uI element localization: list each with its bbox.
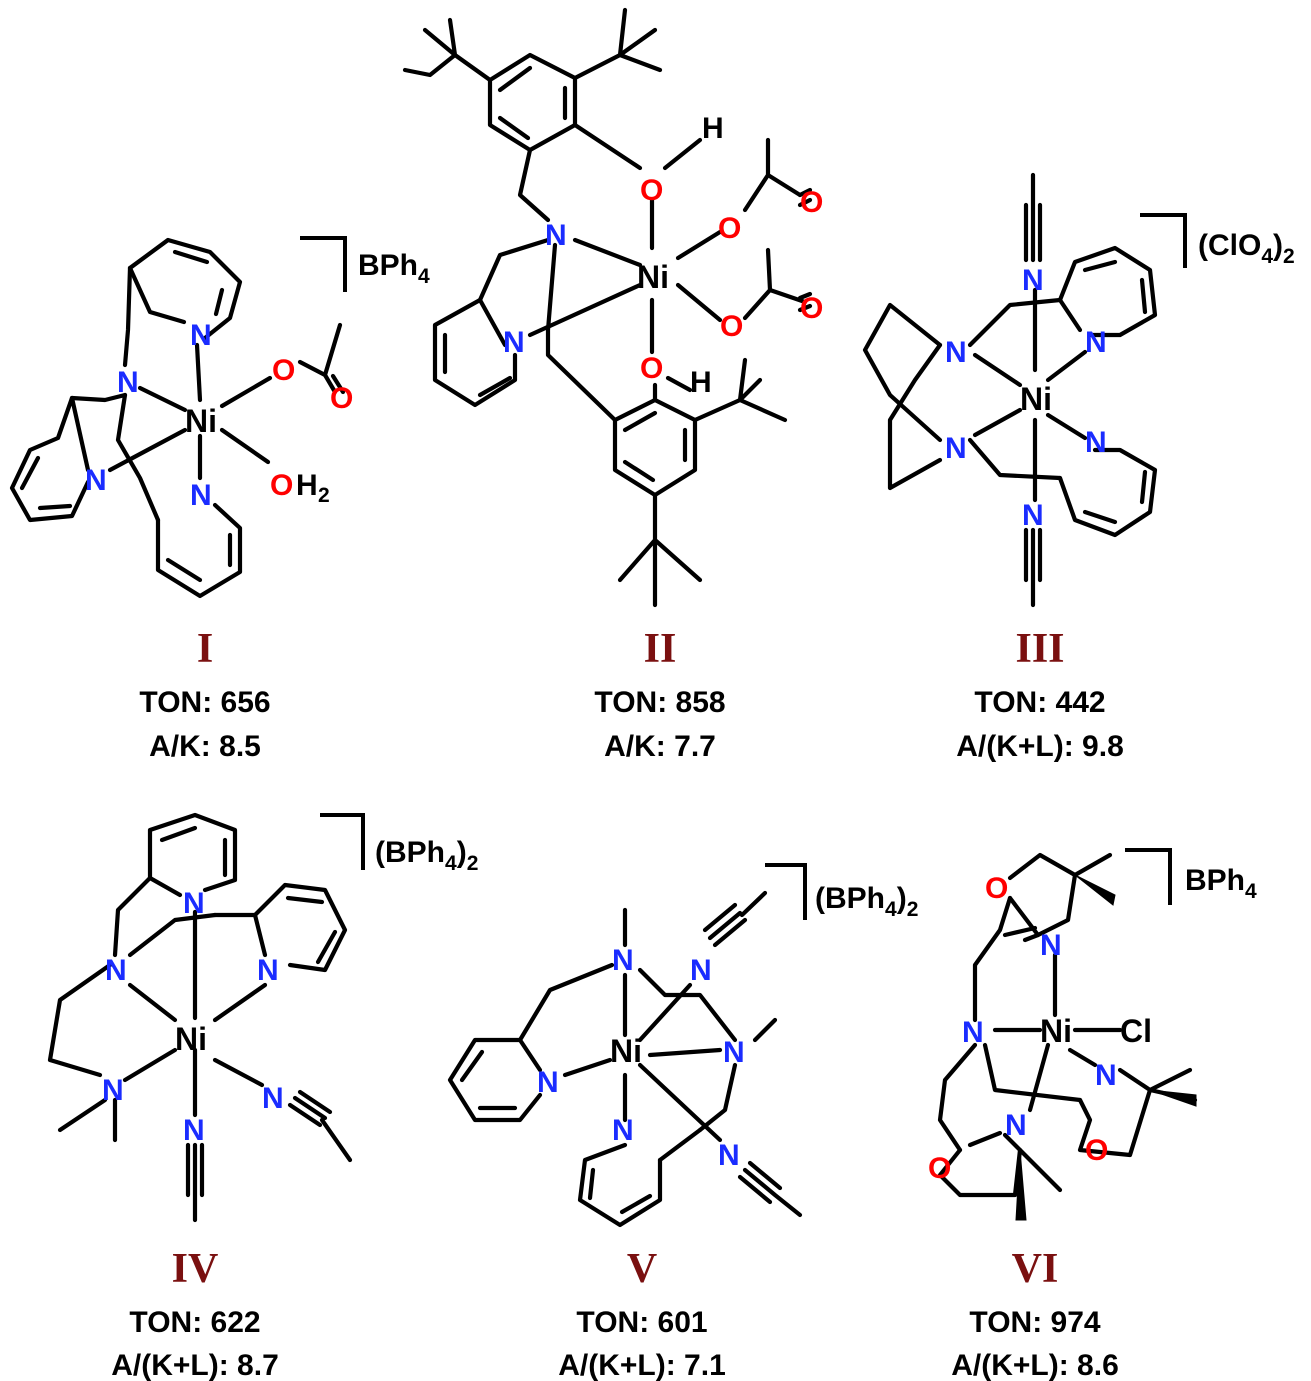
nitrogen-atom: N [718,1139,740,1172]
nitrogen-atom: N [1095,1059,1117,1092]
nitrogen-atom: N [183,887,205,920]
hydrogen-atom: H [296,469,318,502]
compound-label-II: II [644,626,677,672]
compound-II-atoms: H O O O N Ni O O N O H [503,112,823,399]
nitrogen-atom: N [257,954,279,987]
hydrogen-atom: H [702,112,724,145]
nickel-atom: Ni [610,1033,642,1069]
oxygen-atom: O [640,352,663,385]
oxygen-atom: O [800,186,823,219]
nitrogen-atom: N [262,1082,284,1115]
nickel-atom: Ni [175,1021,207,1057]
oxygen-atom: O [270,469,293,502]
compound-V-atoms: N N N Ni N N N (BPh4)2 [537,882,918,1172]
oxygen-atom: O [720,310,743,343]
counterion-III: (ClO4)2 [1198,229,1295,268]
ton-value-IV: TON: 622 [129,1306,260,1339]
nitrogen-atom: N [1085,426,1107,459]
counterion-IV: (BPh4)2 [375,836,478,875]
counterion-I: BPh4 [358,249,430,288]
compound-VI-atoms: O N N Ni Cl N N O O BPh4 [928,864,1257,1185]
nitrogen-atom: N [1022,264,1044,297]
ratio-value-V: A/(K+L): 7.1 [558,1349,726,1381]
nitrogen-atom: N [612,944,634,977]
compound-I-structure [9,236,347,599]
compound-V-structure [447,863,807,1228]
ratio-value-VI: A/(K+L): 8.6 [951,1349,1119,1381]
compound-I-atoms: N N N N Ni O O O H 2 BPh4 [85,249,430,512]
nitrogen-atom: N [690,954,712,987]
ratio-value-IV: A/(K+L): 8.7 [111,1349,279,1381]
nitrogen-atom: N [945,432,967,465]
ratio-value-III: A/(K+L): 9.8 [956,730,1124,763]
compound-label-VI: VI [1012,1246,1059,1292]
oxygen-atom: O [985,872,1008,905]
nitrogen-atom: N [612,1114,634,1147]
nitrogen-atom: N [190,319,212,352]
compound-label-V: V [627,1246,657,1292]
compound-IV-structure [47,812,365,1223]
nitrogen-atom: N [105,954,127,987]
nitrogen-atom: N [1040,929,1062,962]
nitrogen-atom: N [537,1066,559,1099]
nitrogen-atom: N [183,1114,205,1147]
subscript: 2 [318,484,330,507]
ton-value-I: TON: 656 [139,686,270,719]
compound-label-I: I [197,626,213,672]
compound-II-structure [402,7,813,608]
nickel-atom: Ni [637,259,669,295]
ton-value-III: TON: 442 [974,686,1105,719]
compound-label-IV: IV [172,1246,219,1292]
oxygen-atom: O [718,212,741,245]
nitrogen-atom: N [190,479,212,512]
ton-value-II: TON: 858 [594,686,725,719]
oxygen-atom: O [928,1152,951,1185]
nitrogen-atom: N [1085,326,1107,359]
nitrogen-atom: N [945,336,967,369]
compound-VI-structure [937,848,1198,1221]
nitrogen-atom: N [1005,1109,1027,1142]
nitrogen-atom: N [1022,499,1044,532]
oxygen-atom: O [272,354,295,387]
nitrogen-atom: N [962,1016,984,1049]
ton-value-VI: TON: 974 [969,1306,1100,1339]
nitrogen-atom: N [545,219,567,252]
nitrogen-atom: N [117,366,139,399]
nitrogen-atom: N [503,326,525,359]
nickel-atom: Ni [1040,1013,1072,1049]
hydrogen-atom: H [690,366,712,399]
ratio-value-I: A/K: 8.5 [149,730,261,763]
oxygen-atom: O [800,292,823,325]
ratio-value-II: A/K: 7.7 [604,730,716,763]
nickel-atom: Ni [185,403,217,439]
counterion-V: (BPh4)2 [815,882,918,921]
nitrogen-atom: N [723,1036,745,1069]
chlorine-atom: Cl [1120,1013,1152,1049]
nitrogen-atom: N [85,464,107,497]
compound-IV-atoms: N N N Ni N N N (BPh4)2 [102,836,478,1147]
nickel-atom: Ni [1020,381,1052,417]
oxygen-atom: O [330,382,353,415]
compound-label-III: III [1015,626,1064,672]
ton-value-V: TON: 601 [576,1306,707,1339]
counterion-VI: BPh4 [1185,864,1257,903]
nitrogen-atom: N [102,1074,124,1107]
compound-III-structure [862,172,1187,608]
oxygen-atom: O [640,174,663,207]
oxygen-atom: O [1085,1134,1108,1167]
compound-III-atoms: N N N Ni N N N (ClO4)2 [945,229,1295,532]
